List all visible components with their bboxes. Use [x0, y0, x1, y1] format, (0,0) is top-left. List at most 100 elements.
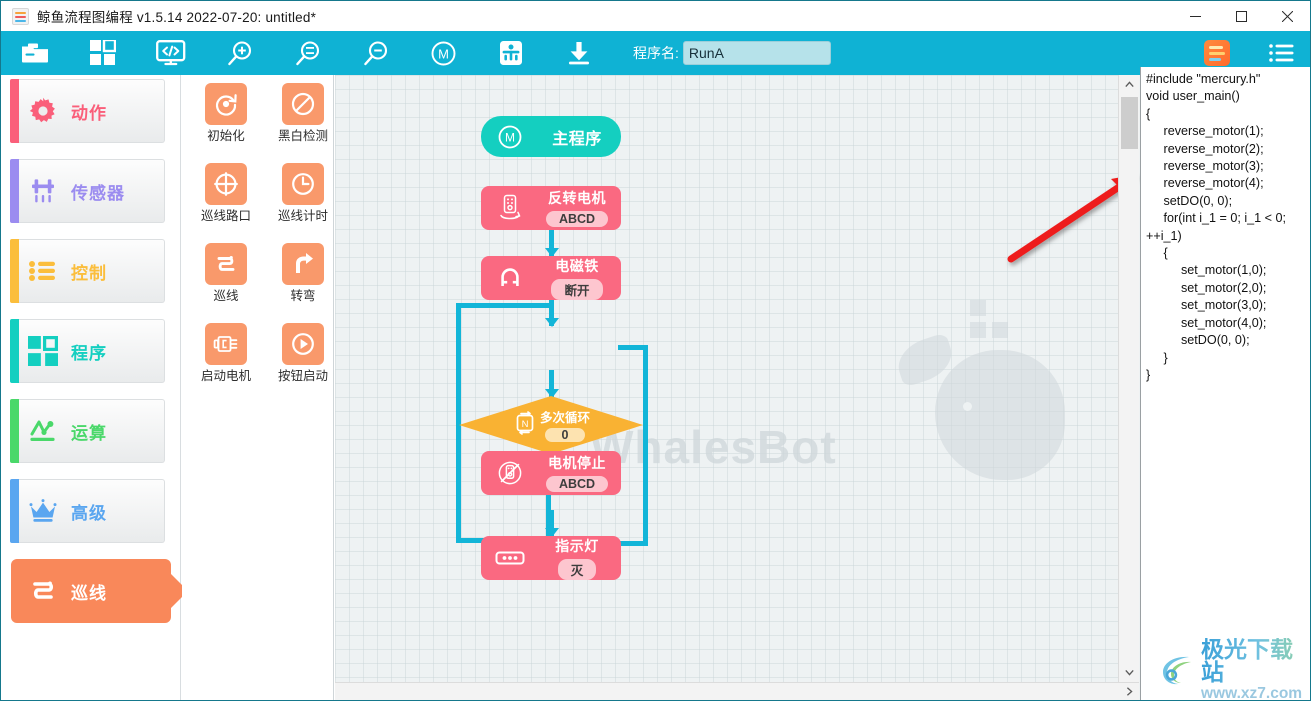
flow-node-text: 电磁铁 断开	[539, 256, 621, 300]
clock-icon	[282, 163, 324, 205]
palette-block-label: 巡线计时	[278, 209, 328, 223]
palette-block-turn[interactable]: 转弯	[268, 243, 338, 305]
linefollow-icon	[205, 243, 247, 285]
sidebar-item-chengxu[interactable]: 程序	[11, 319, 165, 383]
zoom-out-icon[interactable]	[341, 31, 409, 75]
main-program-icon[interactable]: M	[409, 31, 477, 75]
maximize-button[interactable]	[1218, 1, 1264, 31]
program-name-input[interactable]	[683, 41, 831, 65]
canvas-horizontal-scrollbar[interactable]	[335, 682, 1139, 700]
flow-node-start[interactable]: M 主程序	[481, 116, 621, 157]
minimize-button[interactable]	[1172, 1, 1218, 31]
sidebar-item-dongzuo[interactable]: 动作	[11, 79, 165, 143]
zoom-fit-icon[interactable]	[273, 31, 341, 75]
flow-node-title: 电机停止	[539, 453, 615, 473]
palette-block-label: 巡线	[213, 289, 238, 303]
code-view-icon[interactable]	[137, 31, 205, 75]
program-name-label: 程序名:	[633, 43, 679, 63]
flow-node-title: 反转电机	[539, 188, 615, 208]
sidebar-item-yunsuan[interactable]: 运算	[11, 399, 165, 463]
flow-node-pill[interactable]: 断开	[551, 279, 602, 300]
flow-node-magnet[interactable]: 电磁铁 断开	[481, 256, 621, 300]
palette-block-label: 按钮启动	[278, 369, 328, 383]
download-icon[interactable]	[545, 31, 613, 75]
sidebar-item-label: 传感器	[71, 179, 125, 204]
flow-node-text: 电机停止 ABCD	[539, 453, 621, 493]
palette-block-label: 初始化	[207, 129, 245, 143]
reverse-motor-icon	[481, 193, 539, 223]
sensor-icon	[15, 176, 71, 206]
main-program-icon: M	[481, 124, 539, 150]
flow-node-motor-stop[interactable]: 电机停止 ABCD	[481, 451, 621, 495]
flow-node-loop-n[interactable]: N 多次循环 0	[459, 396, 643, 454]
flow-node-led[interactable]: 指示灯 灭	[481, 536, 621, 580]
palette-block-start-motor[interactable]: 启动电机	[191, 323, 261, 385]
diamond-text: 多次循环 0	[540, 407, 590, 444]
scroll-thumb[interactable]	[1121, 97, 1138, 149]
sidebar-item-label: 动作	[71, 99, 107, 124]
scroll-up-arrow[interactable]	[1119, 75, 1140, 94]
flowchart-canvas[interactable]: WhalesBot M	[335, 75, 1140, 700]
category-accent-bar	[10, 159, 19, 223]
sidebar-item-label: 高级	[71, 499, 107, 524]
sidebar-item-kongzhi[interactable]: 控制	[11, 239, 165, 303]
download-site-badge: 极光下载站 www.xz7.com	[1158, 647, 1304, 693]
sidebar-item-label: 运算	[71, 419, 107, 444]
flow-node-text: 反转电机 ABCD	[539, 188, 621, 228]
main-toolbar: M 程序名:	[1, 31, 1310, 75]
palette-block-bw-detect[interactable]: 黑白检测	[268, 83, 338, 145]
flow-node-title: 电磁铁	[539, 256, 615, 276]
sidebar-item-label: 控制	[71, 259, 107, 284]
palette-block-button-start[interactable]: 按钮启动	[268, 323, 338, 385]
download-site-name: 极光下载站	[1201, 638, 1304, 684]
canvas-vertical-scrollbar[interactable]	[1118, 75, 1139, 682]
download-site-text: 极光下载站 www.xz7.com	[1201, 638, 1304, 701]
list-icon	[15, 256, 71, 286]
window-title: 鲸鱼流程图编程 v1.5.14 2022-07-20: untitled*	[37, 6, 316, 26]
flow-node-reverse-motor[interactable]: 反转电机 ABCD	[481, 186, 621, 230]
sidebar-item-label: 程序	[71, 339, 107, 364]
palette-block-linefollow[interactable]: 巡线	[191, 243, 261, 305]
category-accent-bar	[10, 399, 19, 463]
whalesbot-logo-icon[interactable]	[1204, 40, 1230, 66]
flow-node-pill[interactable]: ABCD	[546, 211, 608, 227]
gear-icon	[15, 96, 71, 126]
scroll-down-arrow[interactable]	[1119, 663, 1140, 682]
robot-icon[interactable]	[477, 31, 545, 75]
block-palette: 初始化 黑白检测 巡线路口	[182, 75, 334, 700]
app-icon	[12, 8, 29, 25]
magnet-icon	[481, 264, 539, 292]
sidebar-item-xunxian[interactable]: 巡线	[11, 559, 171, 623]
zoom-in-icon[interactable]	[205, 31, 273, 75]
download-site-url: www.xz7.com	[1201, 686, 1304, 701]
crown-icon	[15, 496, 71, 526]
loop-bracket-top	[456, 303, 554, 308]
open-file-icon[interactable]	[1, 31, 69, 75]
flow-node-title: 指示灯	[539, 536, 615, 556]
connector-arrow	[545, 318, 559, 327]
window-controls	[1172, 1, 1310, 31]
sidebar-item-gaoji[interactable]: 高级	[11, 479, 165, 543]
generated-code-panel[interactable]: #include "mercury.h" void user_main() { …	[1140, 67, 1311, 701]
category-accent-bar	[10, 479, 19, 543]
title-bar: 鲸鱼流程图编程 v1.5.14 2022-07-20: untitled*	[1, 1, 1310, 31]
sidebar-item-chuanganqi[interactable]: 传感器	[11, 159, 165, 223]
blocks-icon[interactable]	[69, 31, 137, 75]
flow-node-pill[interactable]: ABCD	[546, 476, 608, 492]
category-accent-bar	[10, 79, 19, 143]
palette-block-label: 巡线路口	[201, 209, 251, 223]
motor-icon	[205, 323, 247, 365]
flow-node-pill[interactable]: 灭	[558, 559, 597, 580]
palette-block-init[interactable]: 初始化	[191, 83, 261, 145]
scroll-right-arrow[interactable]	[1120, 683, 1138, 700]
palette-block-crossroad[interactable]: 巡线路口	[191, 163, 261, 225]
close-button[interactable]	[1264, 1, 1310, 31]
motor-stop-icon	[481, 458, 539, 488]
category-sidebar: 动作 传感器	[1, 75, 181, 700]
flow-node-pill[interactable]: 0	[545, 428, 586, 442]
led-icon	[481, 548, 539, 568]
svg-text:M: M	[505, 130, 515, 144]
operator-icon	[15, 416, 71, 446]
palette-block-clock[interactable]: 巡线计时	[268, 163, 338, 225]
